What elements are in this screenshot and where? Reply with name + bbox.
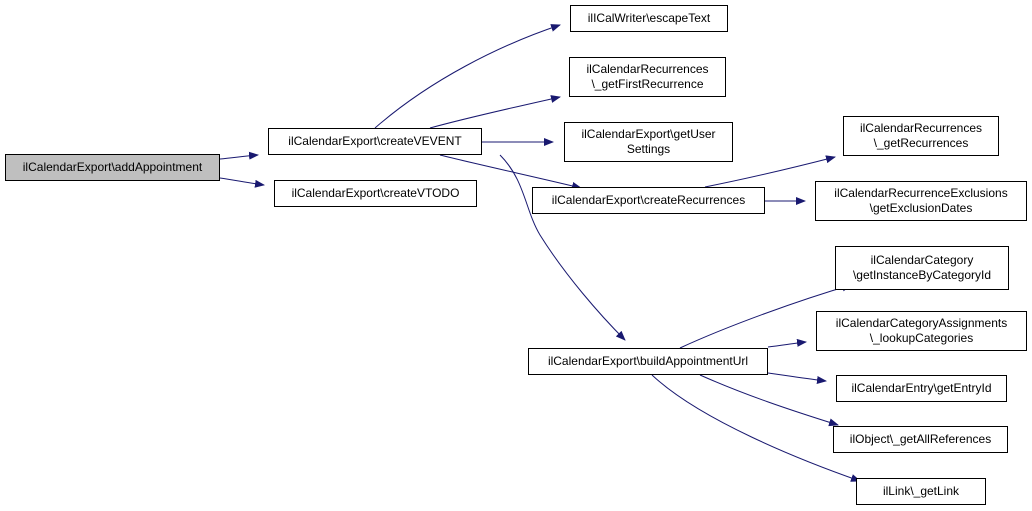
edge-buildAppointmentUrl-to-getLink bbox=[651, 374, 861, 482]
node-label-line: Settings bbox=[626, 142, 671, 156]
node-getLink[interactable]: ilLink\_getLink bbox=[856, 478, 986, 505]
node-label-line: ilObject\_getAllReferences bbox=[849, 432, 992, 446]
node-getInstanceByCategoryId[interactable]: ilCalendarCategory\getInstanceByCategory… bbox=[835, 246, 1009, 290]
node-addAppointment: ilCalendarExport\addAppointment bbox=[5, 154, 220, 181]
edge-buildAppointmentUrl-to-lookupCategories bbox=[767, 338, 807, 348]
node-getRecurrences[interactable]: ilCalendarRecurrences\_getRecurrences bbox=[843, 116, 999, 156]
node-label-line: \_getFirstRecurrence bbox=[591, 77, 704, 91]
node-label-line: \getExclusionDates bbox=[869, 201, 973, 215]
node-createVEVENT[interactable]: ilCalendarExport\createVEVENT bbox=[268, 128, 482, 155]
node-lookupCategories[interactable]: ilCalendarCategoryAssignments\_lookupCat… bbox=[816, 311, 1027, 351]
edge-createVEVENT-to-escapeText bbox=[374, 24, 561, 129]
edge-addAppointment-to-createVTODO bbox=[219, 177, 265, 188]
node-label-line: ilCalendarExport\buildAppointmentUrl bbox=[547, 354, 749, 368]
node-escapeText[interactable]: ilICalWriter\escapeText bbox=[570, 5, 728, 32]
node-label-line: \getInstanceByCategoryId bbox=[852, 268, 992, 282]
node-getEntryId[interactable]: ilCalendarEntry\getEntryId bbox=[836, 375, 1007, 402]
node-getExclusionDates[interactable]: ilCalendarRecurrenceExclusions\getExclus… bbox=[815, 181, 1027, 221]
node-label-line: \_getRecurrences bbox=[873, 136, 969, 150]
node-label-line: ilCalendarExport\addAppointment bbox=[22, 160, 203, 174]
node-buildAppointmentUrl[interactable]: ilCalendarExport\buildAppointmentUrl bbox=[528, 348, 768, 375]
edge-buildAppointmentUrl-to-getInstanceByCategoryId bbox=[679, 283, 852, 349]
node-label-line: ilCalendarExport\createRecurrences bbox=[551, 193, 746, 207]
node-createVTODO[interactable]: ilCalendarExport\createVTODO bbox=[274, 180, 477, 207]
edge-createRecurrences-to-getRecurrences bbox=[704, 155, 836, 188]
node-getFirstRecurrence[interactable]: ilCalendarRecurrences\_getFirstRecurrenc… bbox=[569, 57, 726, 97]
edge-buildAppointmentUrl-to-getEntryId bbox=[767, 372, 827, 384]
node-label-line: ilCalendarRecurrences bbox=[859, 121, 983, 135]
node-label-line: ilCalendarCategoryAssignments bbox=[835, 316, 1008, 330]
node-label-line: \_lookupCategories bbox=[869, 331, 974, 345]
node-label-line: ilLink\_getLink bbox=[882, 484, 960, 498]
node-label-line: ilCalendarEntry\getEntryId bbox=[851, 381, 992, 395]
node-label-line: ilCalendarExport\createVTODO bbox=[291, 186, 460, 200]
node-getAllReferences[interactable]: ilObject\_getAllReferences bbox=[833, 426, 1008, 453]
node-label-line: ilCalendarExport\getUser bbox=[581, 127, 716, 141]
node-label-line: ilCalendarRecurrences bbox=[586, 62, 709, 76]
edge-addAppointment-to-createVEVENT bbox=[219, 151, 259, 160]
edge-buildAppointmentUrl-to-getAllReferences bbox=[699, 374, 839, 427]
edge-createVEVENT-to-buildAppointmentUrl bbox=[499, 154, 626, 341]
node-label-line: ilICalWriter\escapeText bbox=[587, 11, 711, 25]
node-label-line: ilCalendarCategory bbox=[870, 253, 974, 267]
edge-createVEVENT-to-getFirstRecurrence bbox=[429, 95, 561, 129]
node-label-line: ilCalendarRecurrenceExclusions bbox=[834, 186, 1008, 200]
node-label-line: ilCalendarExport\createVEVENT bbox=[288, 134, 462, 148]
edge-createVEVENT-to-createRecurrences bbox=[439, 154, 582, 190]
node-createRecurrences[interactable]: ilCalendarExport\createRecurrences bbox=[532, 187, 765, 214]
